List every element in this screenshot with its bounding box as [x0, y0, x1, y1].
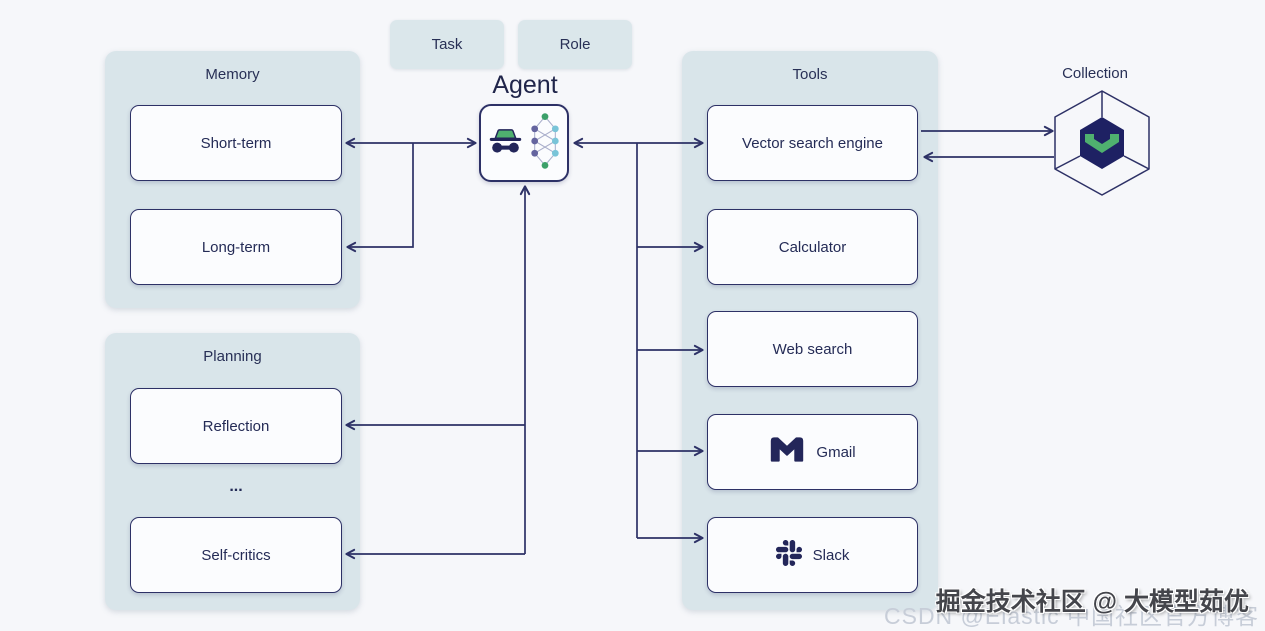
memory-panel-title: Memory	[205, 66, 260, 83]
gmail-node: Gmail	[707, 414, 918, 490]
reflection-node: Reflection	[130, 388, 342, 464]
long-term-label: Long-term	[201, 238, 271, 256]
long-term-node: Long-term	[130, 209, 342, 285]
self-critics-node: Self-critics	[130, 517, 342, 593]
collection-title: Collection	[1062, 65, 1128, 82]
short-term-label: Short-term	[200, 134, 272, 152]
reflection-label: Reflection	[202, 417, 270, 435]
web-search-label: Web search	[772, 340, 853, 358]
role-label: Role	[559, 36, 591, 53]
short-term-node: Short-term	[130, 105, 342, 181]
gmail-label: Gmail	[816, 443, 856, 461]
neural-network-icon	[529, 111, 561, 176]
slack-node: Slack	[707, 517, 918, 593]
vector-search-engine-label: Vector search engine	[742, 134, 883, 152]
planning-ellipsis: ...	[229, 478, 243, 495]
agent-title: Agent	[492, 71, 558, 99]
task-chip: Task	[390, 20, 504, 69]
self-critics-label: Self-critics	[201, 546, 271, 564]
incognito-icon	[487, 126, 524, 160]
weaviate-hexagon-icon	[1053, 89, 1151, 202]
csdn-watermark: CSDN @Elastic 中国社区官方博客	[884, 603, 1260, 629]
calculator-node: Calculator	[707, 209, 918, 285]
role-chip: Role	[518, 20, 632, 69]
web-search-node: Web search	[707, 311, 918, 387]
slack-label: Slack	[812, 546, 850, 564]
planning-panel-title: Planning	[203, 348, 262, 365]
calculator-label: Calculator	[778, 238, 847, 256]
agent-node	[479, 104, 569, 182]
vector-search-engine-node: Vector search engine	[707, 105, 918, 181]
juejin-watermark: 掘金技术社区 @ 大模型茹优	[935, 588, 1249, 616]
tools-panel-title: Tools	[792, 66, 828, 83]
task-label: Task	[431, 36, 463, 53]
gmail-icon	[769, 436, 805, 468]
slack-icon	[775, 539, 802, 571]
